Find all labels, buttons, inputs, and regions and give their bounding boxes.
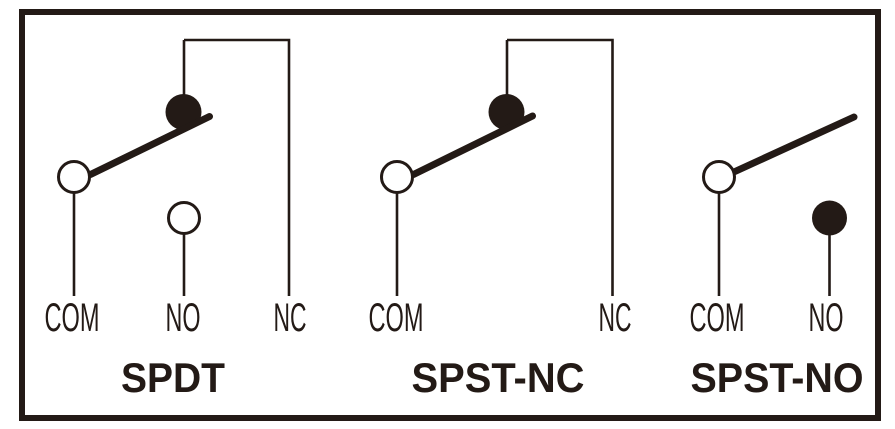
spst-no-no-contact-dot xyxy=(812,200,847,236)
diagram-spst-no: COM NO SPST-NO xyxy=(690,113,864,401)
spst-no-com-terminal-circle xyxy=(702,160,736,194)
spst-nc-nc-wire xyxy=(507,38,614,296)
spst-nc-lever xyxy=(410,112,536,178)
spdt-com-terminal-circle xyxy=(57,160,91,194)
spdt-no-label: NO xyxy=(166,296,201,340)
spst-nc-nc-label: NC xyxy=(599,296,632,340)
spst-nc-caption: SPST-NC xyxy=(412,354,585,401)
diagram-spdt: COM NO NC SPDT xyxy=(45,38,307,401)
spst-no-lever xyxy=(731,113,858,175)
spdt-com-label: COM xyxy=(45,296,100,340)
spst-nc-com-terminal-circle xyxy=(380,160,414,194)
spst-no-caption: SPST-NO xyxy=(691,354,864,401)
spdt-lever xyxy=(87,113,213,178)
spdt-nc-wire xyxy=(184,38,291,296)
spdt-no-terminal-circle xyxy=(167,201,201,235)
spst-no-no-label: NO xyxy=(809,296,844,340)
spdt-nc-label: NC xyxy=(274,296,307,340)
spdt-caption: SPDT xyxy=(121,354,225,401)
diagram-spst-nc: COM NC SPST-NC xyxy=(369,38,632,401)
spst-nc-com-label: COM xyxy=(369,296,424,340)
outer-border xyxy=(19,9,881,421)
spst-no-com-label: COM xyxy=(690,296,745,340)
